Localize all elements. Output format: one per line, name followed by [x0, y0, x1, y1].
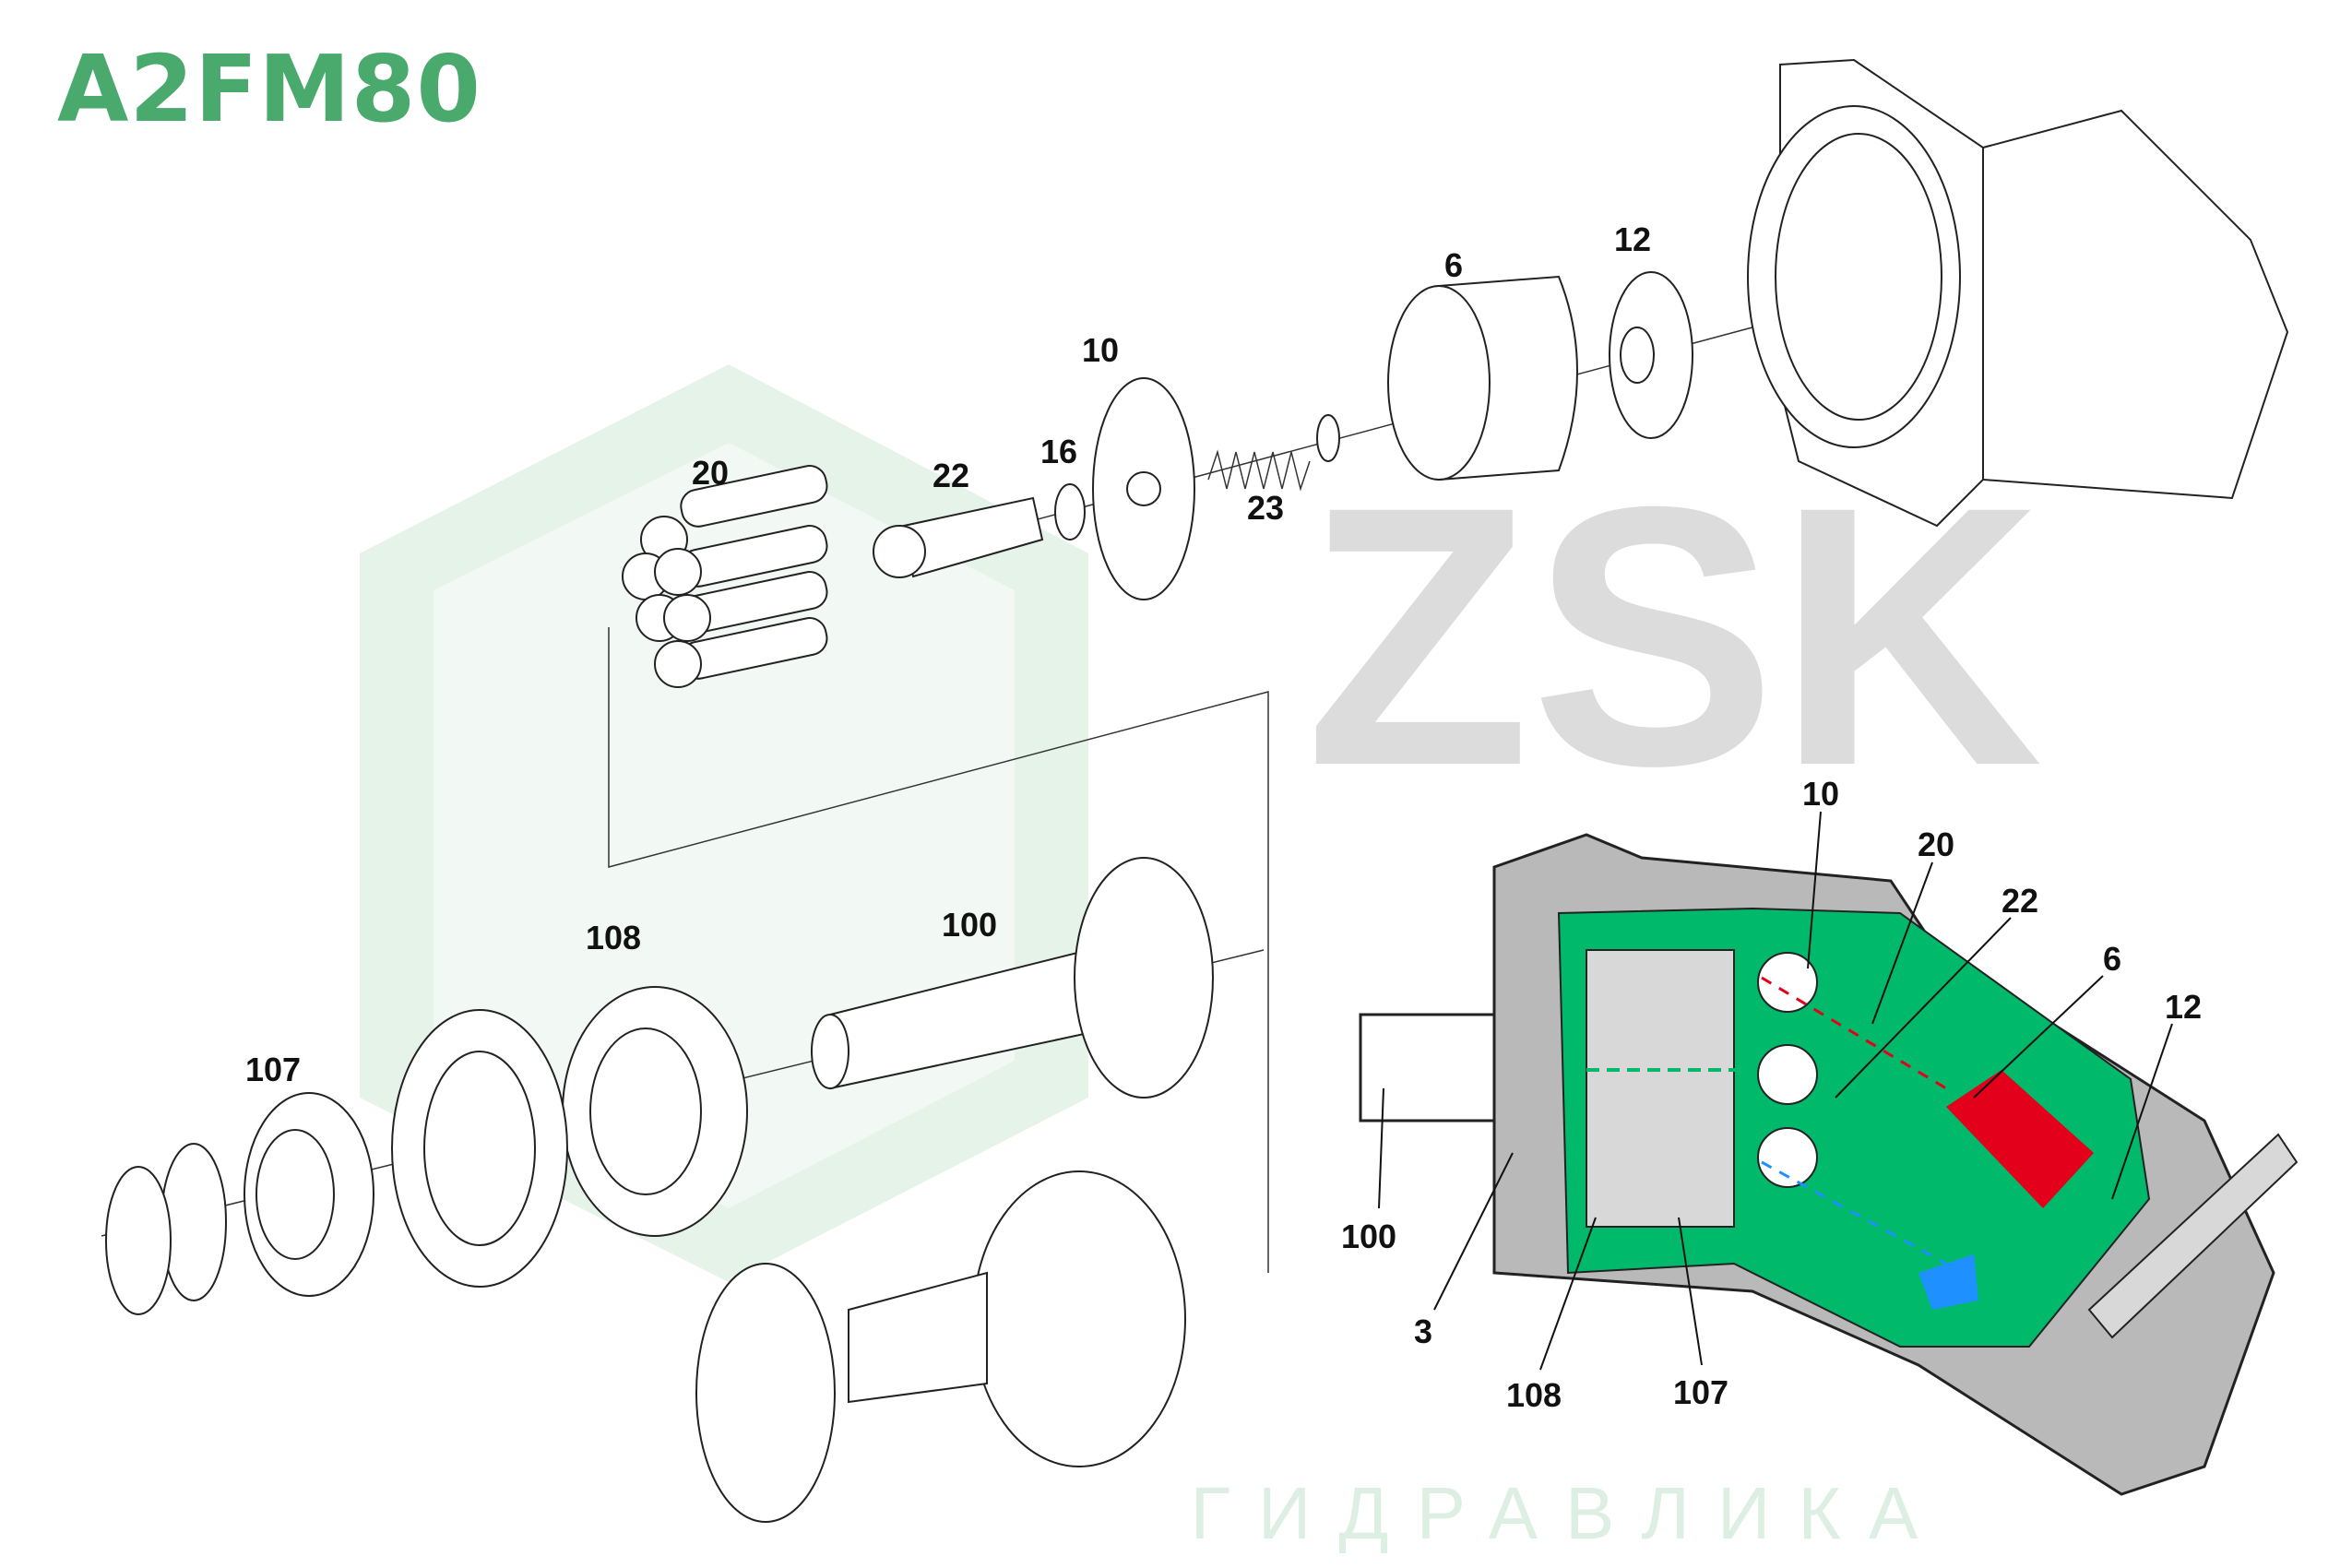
part-20	[622, 465, 828, 688]
label-100: 100	[942, 906, 997, 944]
section-label-100: 100	[1341, 1218, 1396, 1255]
section-label-20: 20	[1918, 826, 1954, 863]
port-blue	[1918, 1254, 1978, 1310]
label-107: 107	[245, 1051, 301, 1088]
cylinder-red	[1946, 1070, 2094, 1208]
label-12: 12	[1614, 220, 1651, 258]
section-label-22: 22	[2002, 882, 2038, 920]
label-22: 22	[932, 457, 969, 494]
shaft-spline	[1359, 1013, 1496, 1123]
label-108: 108	[586, 919, 641, 956]
sectional-view	[1359, 811, 2299, 1496]
section-label-12: 12	[2165, 988, 2202, 1026]
label-16: 16	[1040, 433, 1077, 470]
page-title: A2FM80	[57, 35, 481, 143]
section-label-6: 6	[2103, 940, 2121, 978]
section-label-107: 107	[1673, 1373, 1728, 1411]
label-10: 10	[1082, 331, 1119, 369]
label-23: 23	[1247, 489, 1284, 527]
watermark-subtitle: ГИДРАВЛИКА	[1191, 1472, 1946, 1554]
section-label-108: 108	[1506, 1376, 1562, 1414]
part-23	[1207, 449, 1311, 492]
section-labels: 10 20 22 6 12 100 3 108 107	[1341, 775, 2202, 1414]
part-16	[1054, 483, 1086, 540]
exploded-labels: 20 22 16 10 23 6 12 108 100 107	[245, 220, 1651, 1088]
label-20: 20	[692, 454, 729, 492]
exploded-view	[101, 58, 2289, 1523]
section-label-3: 3	[1414, 1313, 1432, 1350]
label-6: 6	[1444, 246, 1463, 284]
section-label-10: 10	[1802, 775, 1839, 813]
